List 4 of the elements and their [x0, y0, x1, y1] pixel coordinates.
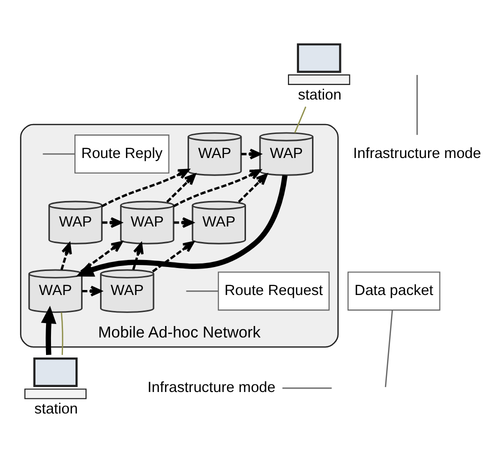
node-text: Infrastructure mode — [148, 380, 276, 396]
node-label: station — [298, 87, 342, 104]
node-label: station — [34, 402, 78, 418]
node-text: Infrastructure mode — [353, 146, 482, 162]
